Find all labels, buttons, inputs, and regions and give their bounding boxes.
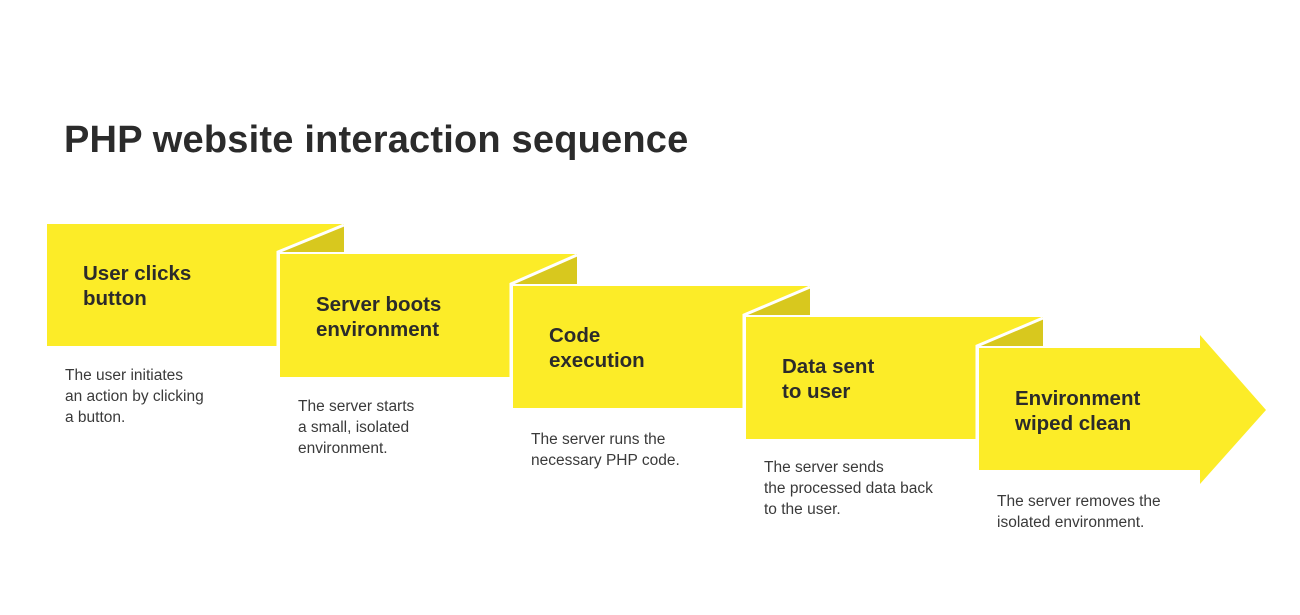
- step-4-separator: [975, 316, 1044, 441]
- step-2-desc-line-1: The server starts: [298, 398, 415, 415]
- step-1-desc-line-1: The user initiates: [65, 367, 184, 384]
- step-2-separator: [509, 253, 578, 379]
- step-2-desc-line-3: environment.: [298, 439, 388, 457]
- step-1-desc-line-3: a button.: [65, 408, 126, 426]
- step-3-desc-line-1: The server runs the: [531, 431, 666, 448]
- step-3-description: The server runs the necessary PHP code.: [531, 430, 711, 472]
- step-4-desc-line-2: the processed data back: [764, 479, 933, 497]
- step-2-desc-line-2: a small, isolated: [298, 418, 410, 436]
- step-4-desc-line-3: to the user.: [764, 500, 841, 518]
- step-5-description: The server removes the isolated environm…: [997, 492, 1197, 534]
- step-5-desc-line-2: isolated environment.: [997, 513, 1145, 531]
- step-1-title-line-2: button: [83, 286, 147, 310]
- step-3-title-line-2: execution: [549, 348, 645, 372]
- step-1-desc-line-2: an action by clicking: [65, 387, 204, 405]
- step-4-desc-line-1: The server sends: [764, 459, 884, 476]
- step-4-description: The server sends the processed data back…: [764, 458, 964, 520]
- step-1-description: The user initiates an action by clicking…: [65, 366, 245, 428]
- step-3-title: Code execution: [549, 324, 645, 373]
- step-2-title: Server boots environment: [316, 293, 441, 342]
- step-5-arrow: [979, 335, 1266, 484]
- step-2-title-line-2: environment: [316, 317, 440, 341]
- step-4-band: [746, 317, 1043, 439]
- step-4-title: Data sent to user: [782, 355, 874, 404]
- step-2-title-line-1: Server boots: [316, 293, 442, 316]
- step-3-desc-line-2: necessary PHP code.: [531, 451, 680, 469]
- step-1-band: [47, 224, 344, 346]
- page-title: PHP website interaction sequence: [64, 119, 689, 161]
- step-3-separator: [742, 285, 811, 410]
- step-5-title-line-2: wiped clean: [1015, 411, 1132, 435]
- step-5-desc-line-1: The server removes the: [997, 493, 1161, 510]
- step-2-band: [280, 254, 577, 377]
- step-1-title: User clicks button: [83, 262, 191, 311]
- step-1-title-line-1: User clicks: [83, 262, 192, 285]
- step-4-title-line-1: Data sent: [782, 355, 875, 378]
- step-3-band: [513, 286, 810, 408]
- step-5-title-line-1: Environment: [1015, 387, 1141, 410]
- step-4-title-line-2: to user: [782, 379, 851, 403]
- step-5-title: Environment wiped clean: [1015, 387, 1140, 436]
- step-2-description: The server starts a small, isolated envi…: [298, 397, 448, 459]
- step-3-title-line-1: Code: [549, 324, 601, 347]
- step-1-separator: [276, 223, 345, 348]
